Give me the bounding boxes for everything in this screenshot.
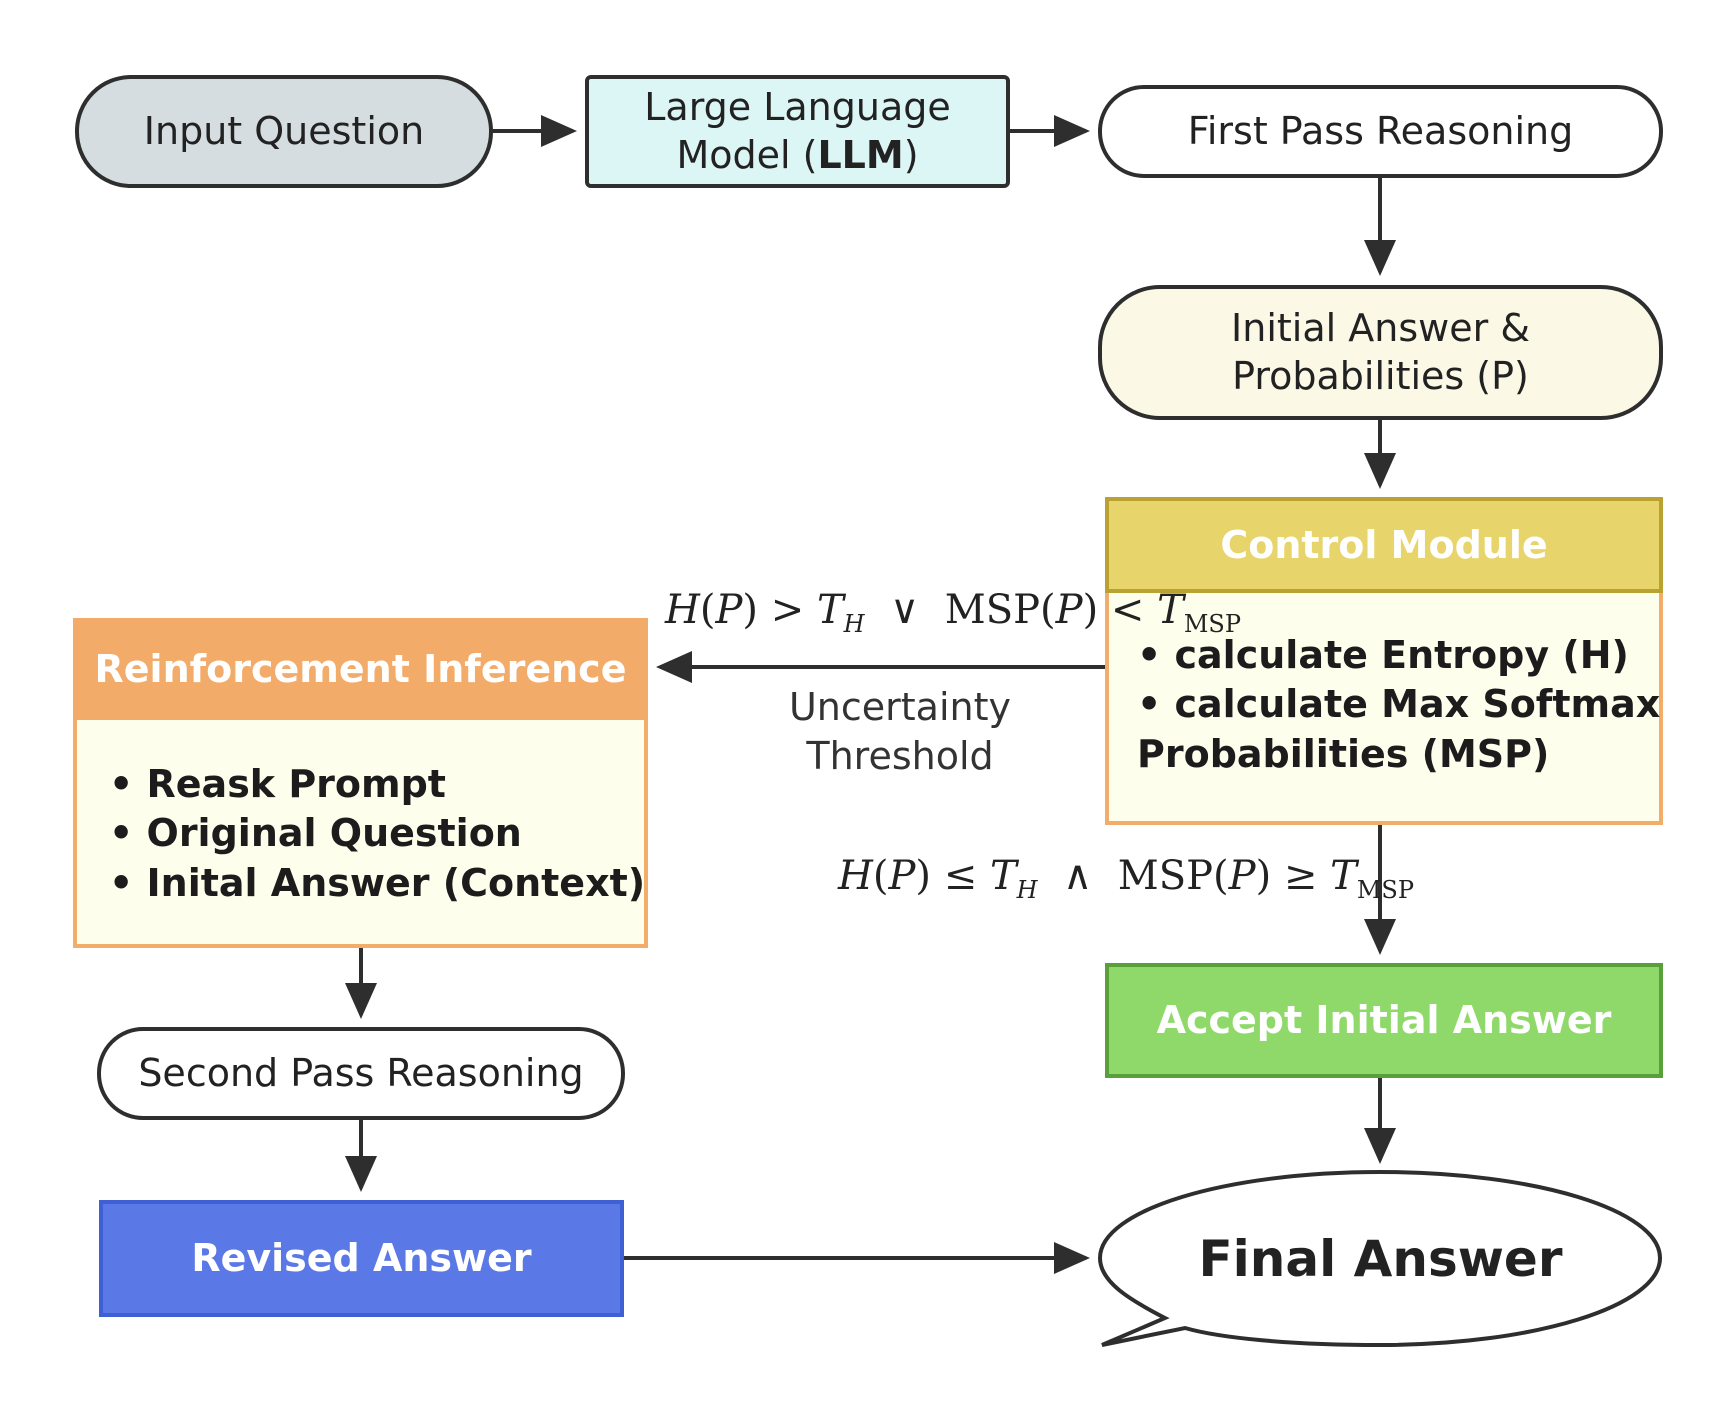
final-answer-label: Final Answer xyxy=(1198,1230,1563,1288)
reinforcement-item: • Inital Answer (Context) xyxy=(109,860,646,905)
revised-answer-node: Revised Answer xyxy=(99,1200,624,1317)
first-pass-reasoning-node: First Pass Reasoning xyxy=(1098,85,1663,178)
second-pass-reasoning-node: Second Pass Reasoning xyxy=(97,1027,625,1120)
llm-label-bold: LLM xyxy=(817,132,904,177)
control-module-title: Control Module xyxy=(1105,497,1663,593)
reinforcement-inference-body: • Reask Prompt • Original Question • Ini… xyxy=(77,720,646,908)
accept-condition-formula: H(P) ≤ TH ∧ MSP(P) ≥ TMSP xyxy=(838,853,1414,904)
revised-label: Revised Answer xyxy=(191,1235,532,1280)
input-question-node: Input Question xyxy=(75,75,493,188)
initial-answer-node: Initial Answer & Probabilities (P) xyxy=(1098,285,1663,420)
reinforcement-inference-card: Reinforcement Inference • Reask Prompt •… xyxy=(73,618,648,948)
control-item: • calculate Entropy (H) xyxy=(1137,633,1629,677)
control-item: Probabilities (MSP) xyxy=(1137,731,1550,776)
control-module-body: • calculate Entropy (H) • calculate Max … xyxy=(1109,593,1661,779)
final-answer-speech-bubble xyxy=(1097,1169,1663,1348)
control-module-card: Control Module • calculate Entropy (H) •… xyxy=(1105,497,1663,825)
uncertainty-threshold-label: Uncertainty Threshold xyxy=(788,685,1011,779)
llm-label-line2: Model (LLM) xyxy=(676,132,919,177)
second-pass-label: Second Pass Reasoning xyxy=(138,1050,584,1095)
initial-answer-line2: Probabilities (P) xyxy=(1232,353,1529,398)
reinforcement-item: • Reask Prompt xyxy=(109,762,446,806)
accept-initial-answer-node: Accept Initial Answer xyxy=(1105,963,1663,1078)
control-item: • calculate Max Softmax xyxy=(1137,682,1661,727)
llm-label-line1: Large Language xyxy=(644,85,951,129)
reinforcement-item: • Original Question xyxy=(109,811,522,856)
initial-answer-line1: Initial Answer & xyxy=(1231,306,1530,350)
llm-node: Large Language Model (LLM) xyxy=(585,75,1010,188)
accept-label: Accept Initial Answer xyxy=(1156,997,1612,1042)
input-question-label: Input Question xyxy=(143,108,425,153)
reinforcement-inference-title: Reinforcement Inference xyxy=(73,618,648,720)
reject-condition-formula: H(P) > TH ∨ MSP(P) < TMSP xyxy=(665,587,1241,638)
first-pass-label: First Pass Reasoning xyxy=(1187,108,1574,153)
